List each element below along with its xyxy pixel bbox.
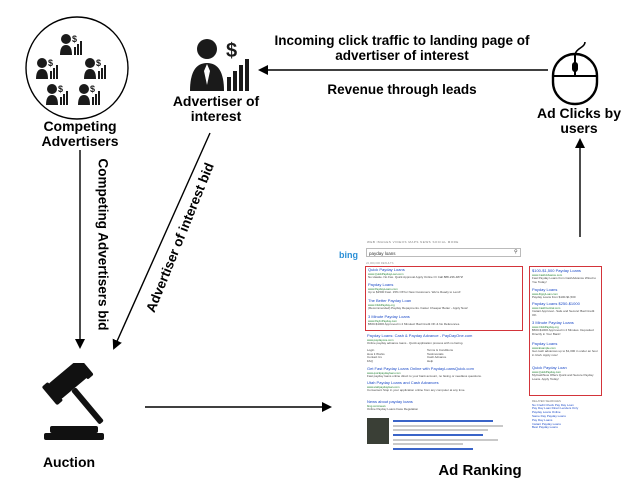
- svg-text:$: $: [72, 34, 77, 44]
- search-icon[interactable]: ⚲: [514, 249, 518, 255]
- news-headline-3: [393, 448, 473, 451]
- svg-text:$: $: [96, 58, 101, 68]
- label-auction: Auction: [42, 454, 96, 470]
- news-snippet-2: [393, 429, 488, 431]
- advertiser-icon: $: [190, 39, 249, 91]
- related-searches: RELATED SEARCHES No Credit Check Pay Day…: [532, 399, 602, 430]
- news-snippet-4: [393, 443, 463, 445]
- news-headline: [393, 420, 493, 423]
- news-thumbnail: [367, 418, 389, 444]
- top-ads-box: [365, 266, 523, 331]
- label-advertiser-of-interest: Advertiser of interest: [172, 93, 260, 125]
- serp-tabs: WEB IMAGES VIDEOS MAPS NEWS SOCIAL MORE: [367, 240, 459, 244]
- news-headline-2: [393, 434, 483, 437]
- competing-advertisers-icon: $ $ $ $ $: [25, 16, 129, 120]
- news-snippet-3: [393, 439, 498, 441]
- label-competing-advertisers: Competing Advertisers: [41, 118, 119, 150]
- related-item[interactable]: No Credit Check Pay Day Loan: [532, 402, 574, 407]
- mouse-icon: [551, 41, 599, 106]
- related-item[interactable]: Pay Day Loans: [532, 417, 553, 422]
- svg-text:$: $: [226, 40, 237, 62]
- label-revenue: Revenue through leads: [327, 82, 477, 97]
- related-item[interactable]: Payday Loans Online: [532, 410, 561, 415]
- svg-text:$: $: [48, 58, 53, 68]
- related-item[interactable]: Same Day Payday Loans: [532, 413, 566, 418]
- organic-result-1[interactable]: Payday Loans: Cash & Payday Advance - Pa…: [367, 333, 473, 346]
- label-ad-clicks: Ad Clicks by users: [536, 105, 622, 137]
- related-item[interactable]: Pay Day Loan Direct Lenders Only: [532, 406, 579, 411]
- svg-text:$: $: [90, 84, 95, 94]
- related-item[interactable]: Best Payday Loans: [532, 425, 558, 430]
- svg-text:$: $: [58, 84, 63, 94]
- news-snippet-1: [393, 425, 503, 427]
- serp-screenshot: bing WEB IMAGES VIDEOS MAPS NEWS SOCIAL …: [333, 238, 606, 460]
- serp-results-count: 22,000,000 RESULTS: [366, 261, 394, 265]
- label-incoming-traffic: Incoming click traffic to landing page o…: [274, 33, 530, 63]
- label-ad-ranking: Ad Ranking: [438, 462, 522, 479]
- serp-search-input[interactable]: payday loans: [366, 248, 521, 257]
- label-competing-bid: Competing Advertisers bid: [95, 158, 111, 331]
- bing-logo: bing: [339, 250, 358, 260]
- organic-result-2[interactable]: Get Fast Payday Loans Online with Payday…: [367, 366, 482, 379]
- side-ads-box: [529, 266, 602, 396]
- related-item[interactable]: Instant Payday Loans: [532, 421, 561, 426]
- arrow-interest-bid: [112, 132, 211, 350]
- gavel-icon: [42, 363, 104, 440]
